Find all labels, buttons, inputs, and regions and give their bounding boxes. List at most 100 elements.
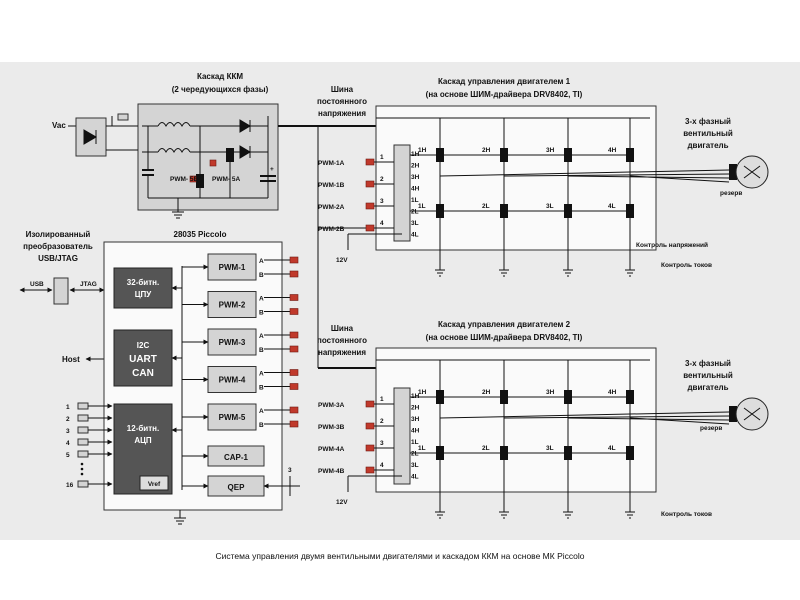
motor2-block <box>375 347 657 493</box>
mcu-pwm-5-label: PWM-5 <box>219 413 246 422</box>
motor1-label-2: вентильный <box>683 129 733 138</box>
m2-driver-pin-2h: 2H <box>411 405 420 412</box>
adc-input-pin <box>77 438 89 446</box>
motor2-label-2: вентильный <box>683 371 733 380</box>
emulator-label-2: преобразователь <box>23 242 93 251</box>
m1-input-pwm-1a: PWM-1A <box>318 160 345 167</box>
m2-phase-wire <box>629 417 730 425</box>
mcu-pwm-5-block <box>207 403 257 431</box>
m1-driver-pin-2h: 2H <box>411 163 420 170</box>
cpu-label-1: 32-битн. <box>127 278 159 287</box>
m2-switch-1h: 1H <box>418 389 427 396</box>
mcu-pwm-pin-label: A <box>259 408 264 415</box>
m2-switch-4h: 4H <box>608 389 617 396</box>
host-label: Host <box>62 355 80 364</box>
motor2-supply: 12V <box>336 499 348 506</box>
mcu-pwm-output-pin <box>289 383 299 390</box>
dc-bus-label-2c: напряжения <box>318 348 366 357</box>
mcu-pwm-output-pin <box>289 406 299 414</box>
m2-input-pwm-4a: PWM-4A <box>318 446 345 453</box>
qep-label: QEP <box>228 483 246 492</box>
m2-input-pin <box>365 422 375 430</box>
motor2-label-1: 3-х фазный <box>685 359 731 368</box>
m2-driver-pin-4l: 4L <box>411 474 419 481</box>
mcu-pwm-3-block <box>207 328 257 356</box>
m1-switch-2h: 2H <box>482 147 491 154</box>
pfc-title-1: Каскад ККМ <box>197 72 243 81</box>
m2-switch-2l: 2L <box>482 445 490 452</box>
motor1-label-1: 3-х фазный <box>685 117 731 126</box>
dc-bus-label-1b: постоянного <box>317 97 367 106</box>
inductor-2-icon <box>157 148 191 154</box>
m2-switch-high-icon <box>626 390 634 404</box>
motor1-title-1: Каскад управления двигателем 1 <box>438 77 571 86</box>
motor2-current-monitor: Контроль токов <box>661 511 712 518</box>
pfc-stage: Каскад ККМ (2 чередующихся фазы) Vac + <box>52 72 376 368</box>
m1-switch-high-icon <box>626 148 634 162</box>
mcu-pwm-3-label: PWM-3 <box>219 338 246 347</box>
m1-driver-pin-2l: 2L <box>411 209 419 216</box>
mcu-pwm-2-block <box>207 291 257 318</box>
motor1-title-2: (на основе ШИМ-драйвера DRV8402, TI) <box>426 90 583 99</box>
m1-switch-low-icon <box>626 204 634 218</box>
m2-driver-pin-3h: 3H <box>411 416 420 423</box>
m1-input-num: 3 <box>380 198 384 205</box>
adc-input-pin <box>77 414 89 422</box>
m2-switch-4l: 4L <box>608 445 616 452</box>
adc-input-pin <box>77 450 89 458</box>
m1-phase-wire <box>629 175 730 183</box>
m1-ground-icon <box>435 269 445 277</box>
mcu-pwm-pin-label: A <box>259 296 264 303</box>
mcu-pwm-pin-label: B <box>259 385 264 392</box>
m2-switch-1l: 1L <box>418 445 426 452</box>
mcu-pwm-output-pin <box>289 369 299 376</box>
mcu-pwm-1-block <box>207 253 257 281</box>
mcu-pwm-output-pin <box>289 294 299 301</box>
m1-phase-wire <box>439 169 730 177</box>
svg-text:+: + <box>270 166 274 173</box>
m2-ground-icon <box>499 511 509 519</box>
qep-num: 3 <box>288 467 292 474</box>
dc-bus-label-2b: постоянного <box>317 336 367 345</box>
m1-input-pin <box>365 202 375 210</box>
dc-bus-label-1a: Шина <box>331 85 354 94</box>
m2-switch-low-icon <box>626 446 634 460</box>
emulator-label-3: USB/JTAG <box>38 254 78 263</box>
motor1-connector <box>729 164 737 180</box>
vac-label: Vac <box>52 121 66 130</box>
adc-label-2: АЦП <box>134 436 152 445</box>
motor1-block <box>375 105 657 251</box>
motor1-driver <box>393 144 411 242</box>
cpu-block <box>113 267 173 309</box>
mcu-pwm-output-pin <box>289 420 299 428</box>
motor-stage-1: Каскад управления двигателем 1 (на основ… <box>318 77 769 277</box>
i2c-label: I2C <box>137 341 150 350</box>
jtag-label: JTAG <box>80 281 97 288</box>
motor-stage-2: Каскад управления двигателем 2 (на основ… <box>318 320 769 519</box>
mcu-pwm-pin-label: B <box>259 272 264 279</box>
m2-driver-pin-1l: 1L <box>411 439 419 446</box>
motor1-spare: резерв <box>720 190 742 197</box>
mcu-pwm-pin-label: A <box>259 371 264 378</box>
mcu-pwm-output-pin <box>289 256 299 264</box>
motor2-driver <box>393 387 411 485</box>
m1-switch-4h: 4H <box>608 147 617 154</box>
m2-input-pin <box>365 444 375 452</box>
pwm5a-input-pin <box>209 159 217 167</box>
m1-ground-icon <box>563 269 573 277</box>
mcu-pwm-output-pin <box>289 345 299 353</box>
m1-input-pwm-2b: PWM-2B <box>318 226 345 233</box>
motor1-current-monitor: Контроль токов <box>661 262 712 269</box>
m1-phase-wire <box>503 173 730 177</box>
vref-block <box>139 475 169 491</box>
pfc-block <box>137 103 279 211</box>
m2-input-pin <box>365 466 375 474</box>
dc-bus-label-1c: напряжения <box>318 109 366 118</box>
m2-input-pin <box>365 400 375 408</box>
m1-driver-pin-3h: 3H <box>411 174 420 181</box>
m2-input-pwm-3a: PWM-3A <box>318 402 345 409</box>
m1-switch-1l: 1L <box>418 203 426 210</box>
m1-input-pin <box>365 224 375 232</box>
usb-label: USB <box>30 281 44 288</box>
